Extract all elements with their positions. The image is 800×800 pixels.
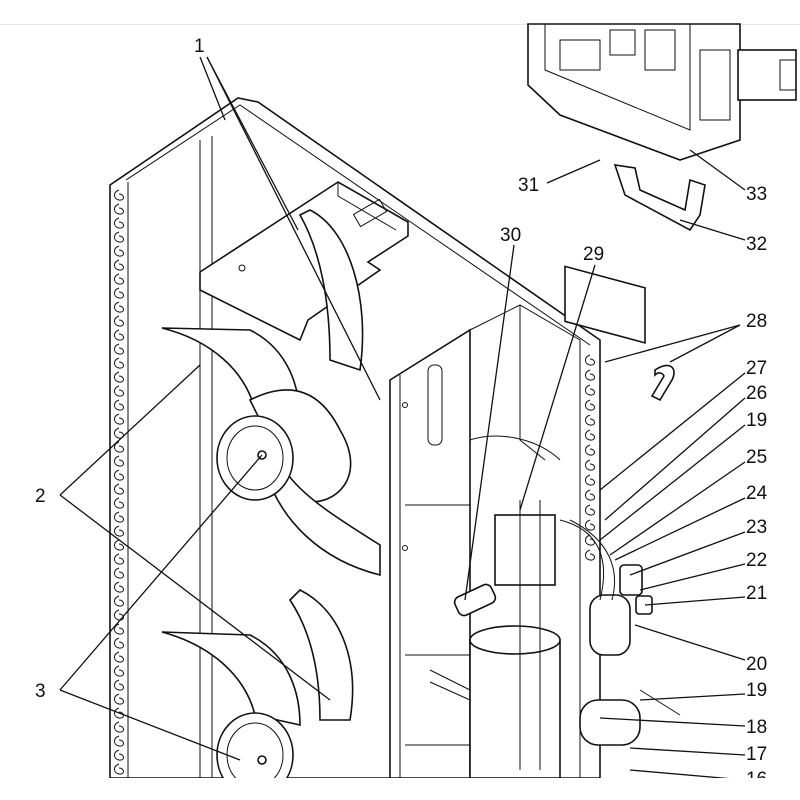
label-23: 23 [746,517,767,538]
coil-fin [114,525,124,537]
coil-fin [114,595,124,607]
coil-fin [114,721,124,733]
coil-fin [585,429,595,441]
coil-fin [114,357,124,369]
label-32: 32 [746,234,767,255]
coil-fin [114,553,124,565]
coil-fin [114,371,124,383]
coil-fin [114,539,124,551]
coil-fin [114,217,124,229]
label-25: 25 [746,447,767,468]
coil-fin [114,637,124,649]
label-19-upper: 19 [746,410,767,431]
coil-fin [585,519,595,531]
label-30: 30 [500,225,521,246]
coil-fin [114,707,124,719]
piping-assembly [429,500,681,779]
coil-fin [114,455,124,467]
coil-fin [114,273,124,285]
label-17: 17 [746,744,767,765]
center-panel [389,328,471,779]
label-31: 31 [518,175,539,196]
partition [469,304,581,778]
coil-fin [585,504,595,516]
control-box [527,23,797,344]
right-coil [585,354,595,561]
coil-fin [585,459,595,471]
coil-fin [114,651,124,663]
label-21: 21 [746,583,767,604]
coil-fin [114,567,124,579]
coil-fin [585,474,595,486]
coil-fin [114,665,124,677]
coil-fin [114,231,124,243]
coil-fin [585,399,595,411]
coil-fin [114,343,124,355]
coil-fin [114,427,124,439]
coil-fin [114,749,124,761]
coil-fin [114,511,124,523]
coil-fin [114,679,124,691]
coil-fin [114,623,124,635]
label-20: 20 [746,654,767,675]
coil-fin [114,287,124,299]
coil-fin [114,413,124,425]
label-24: 24 [746,483,768,504]
coil-fin [114,441,124,453]
coil-fin [114,735,124,747]
coil-fin [114,581,124,593]
left-coil [114,189,124,775]
top-bracket [199,181,409,342]
label-2: 2 [35,486,46,507]
coil-fin [114,609,124,621]
coil-fin [585,489,595,501]
coil-fin [585,384,595,396]
coil-fin [114,259,124,271]
coil-fin [585,414,595,426]
small-pipe [650,364,675,402]
label-1: 1 [194,36,205,57]
coil-fin [114,763,124,775]
coil-fin [114,329,124,341]
coil-fin [114,483,124,495]
coil-fin [114,245,124,257]
top-bar [0,0,800,25]
label-26: 26 [746,383,767,404]
coil-fin [585,354,595,366]
label-22: 22 [746,550,767,571]
coil-fin [114,385,124,397]
label-18: 18 [746,717,767,738]
bottom-bar [0,778,800,800]
coil-fin [114,315,124,327]
coil-fin [114,203,124,215]
coil-fin [114,469,124,481]
coil-fin [585,444,595,456]
coil-fin [114,189,124,201]
coil-fin [585,369,595,381]
label-3: 3 [35,681,46,702]
part-labels: 1 2 3 30 29 28 27 26 19 25 24 23 22 21 2… [35,36,768,790]
coil-fin [114,399,124,411]
coil-fin [585,549,595,561]
fan-upper [161,209,381,577]
leader-lines [59,56,746,781]
coil-fin [114,693,124,705]
label-28: 28 [746,311,767,332]
label-33: 33 [746,184,767,205]
coil-fin [114,301,124,313]
label-29: 29 [583,244,604,265]
coil-fin [114,497,124,509]
label-19-lower: 19 [746,680,767,701]
label-27: 27 [746,358,767,379]
